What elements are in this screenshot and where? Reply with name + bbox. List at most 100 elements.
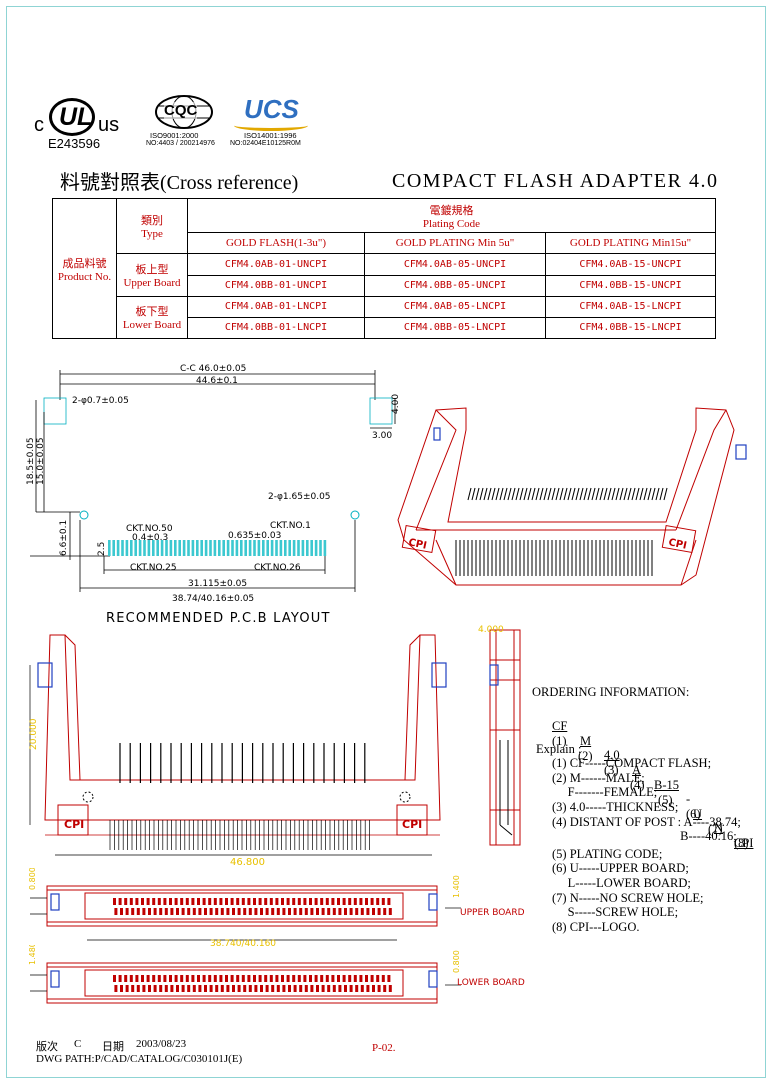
pin — [353, 975, 357, 982]
part-cell: CFM4.0BB-05-UNCPI — [364, 274, 546, 297]
pin — [599, 487, 604, 501]
cpi-logo-right: CPI — [402, 818, 422, 831]
pin — [579, 487, 584, 501]
pin — [258, 975, 262, 982]
pin — [264, 975, 268, 982]
pin — [142, 985, 146, 992]
dim-18-5: 18.5±0.05 — [26, 437, 36, 485]
pin — [487, 487, 492, 501]
pin — [241, 898, 245, 905]
pcb-pad — [165, 540, 168, 556]
pin — [543, 487, 548, 501]
pin — [377, 985, 381, 992]
pin — [253, 898, 256, 905]
pin — [213, 898, 217, 905]
pcb-pad — [209, 540, 212, 556]
cqc-number: NO:4403 / 200214976 — [146, 140, 215, 147]
product-no-en: Product No. — [57, 270, 112, 283]
pin — [595, 487, 600, 501]
pin — [236, 975, 240, 982]
dim-2-5: 2.5 — [97, 542, 107, 556]
pin — [370, 975, 374, 982]
code-part: N — [714, 821, 724, 836]
connector-3d-view: CPI CPI — [397, 407, 747, 586]
pin — [337, 898, 340, 905]
pin — [383, 908, 387, 915]
pin — [370, 898, 374, 905]
pin — [236, 898, 240, 905]
label-ckt-26: CKT.NO.26 — [254, 563, 301, 573]
upper-board-header: 板上型 Upper Board — [116, 253, 188, 297]
pin — [583, 487, 588, 501]
explain-line: (6) U-----UPPER BOARD; — [552, 861, 689, 876]
pin — [225, 975, 228, 982]
pin — [551, 487, 556, 501]
pin — [663, 487, 668, 501]
pin — [120, 985, 123, 992]
screw-tab-icon — [431, 662, 447, 688]
pin — [148, 985, 151, 992]
pin — [627, 487, 632, 501]
pcb-pad — [213, 540, 217, 556]
pin — [372, 908, 375, 915]
pin — [293, 985, 297, 992]
explain-line: (8) CPI---LOGO. — [552, 919, 640, 934]
pcb-pad — [187, 540, 190, 556]
pcb-pad — [297, 540, 300, 556]
pin — [299, 985, 303, 992]
pin — [230, 975, 234, 982]
pin — [125, 908, 129, 915]
ul-us: us — [98, 114, 120, 136]
pin — [282, 908, 286, 915]
pin — [475, 487, 480, 501]
explain-line: (1) CF-----COMPACT FLASH; — [552, 756, 712, 771]
pin — [146, 975, 150, 982]
pcb-pad — [288, 540, 291, 556]
pin — [163, 975, 167, 982]
pin — [169, 898, 172, 905]
pin — [309, 975, 312, 982]
pin — [643, 487, 648, 501]
pin — [303, 975, 307, 982]
pin — [181, 985, 185, 992]
ucs-swoosh-icon — [234, 120, 308, 131]
pin — [219, 898, 223, 905]
dim-3-00: 3.00 — [372, 431, 392, 441]
pcb-pad — [130, 540, 133, 556]
pin — [159, 908, 163, 915]
pin — [348, 975, 352, 982]
cpi-logo-left: CPI — [407, 537, 427, 552]
pcb-pad — [125, 540, 129, 556]
product-no-header: 成品料號 Product No. — [52, 198, 117, 339]
pin — [325, 898, 329, 905]
pin — [118, 898, 122, 905]
pcb-pad — [160, 540, 164, 556]
ordering-title: ORDERING INFORMATION: — [532, 685, 690, 699]
pcb-pad — [196, 540, 199, 556]
dim-0-800-lower: 0.800 — [452, 950, 461, 973]
pin — [651, 487, 656, 501]
pin — [215, 908, 219, 915]
pcb-pad — [116, 540, 120, 556]
pin — [387, 975, 391, 982]
type-header: 類別 Type — [116, 197, 188, 255]
pin — [241, 975, 245, 982]
code-part: - — [686, 792, 691, 807]
pin — [180, 975, 184, 982]
version-value: C — [74, 1038, 82, 1050]
upper-board-zh: 板上型 — [135, 264, 169, 277]
pcb-pad — [244, 540, 247, 556]
pin — [125, 985, 129, 992]
explain-line: (3) 4.0-----THICKNESS; — [552, 799, 679, 814]
pin — [174, 898, 178, 905]
pin — [185, 975, 189, 982]
type-en: Type — [141, 228, 163, 241]
pin — [225, 898, 228, 905]
pin — [359, 898, 363, 905]
pin — [118, 975, 122, 982]
ucs-mark: UCS — [244, 94, 299, 124]
pin — [276, 908, 280, 915]
dim-pitch-04: 0.4±0.3 — [132, 533, 168, 543]
pin — [230, 898, 234, 905]
dim-1-480: 1.480 — [28, 945, 37, 965]
